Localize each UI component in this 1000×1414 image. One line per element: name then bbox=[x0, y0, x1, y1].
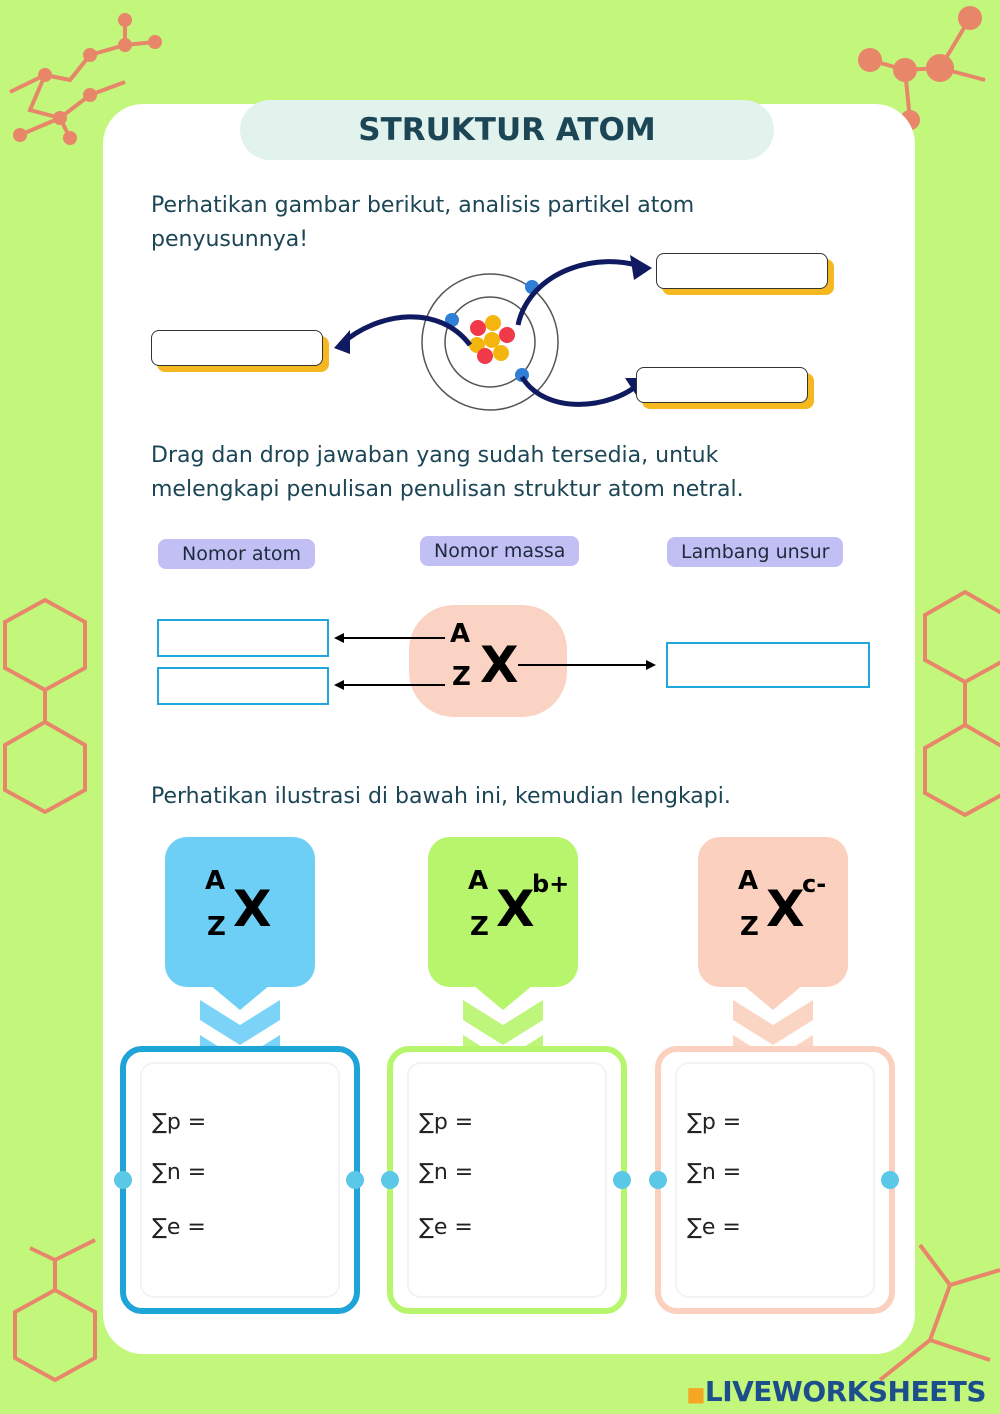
answer-card bbox=[120, 1046, 360, 1314]
answer-input[interactable] bbox=[482, 1211, 592, 1245]
instruction-2: Drag dan drop jawaban yang sudah tersedi… bbox=[151, 439, 744, 507]
brand-text: LIVEWORKSHEETS bbox=[704, 1375, 987, 1408]
answer-input[interactable] bbox=[750, 1211, 860, 1245]
instruction-1-line1: Perhatikan gambar berikut, analisis part… bbox=[151, 193, 695, 218]
notation-atomic: Z bbox=[452, 662, 471, 692]
notation-symbol: X bbox=[480, 636, 519, 694]
answer-box-electron-top[interactable] bbox=[656, 253, 828, 289]
ion-mass: A bbox=[205, 866, 226, 896]
sum-label: ∑p = bbox=[419, 1110, 474, 1135]
notation-blob bbox=[409, 605, 567, 717]
instruction-1-line2: penyusunnya! bbox=[151, 227, 309, 252]
connector-dot bbox=[613, 1171, 631, 1189]
ion-mass: A bbox=[468, 866, 489, 896]
sum-label: ∑n = bbox=[419, 1160, 474, 1185]
drop-zone-element-symbol[interactable] bbox=[666, 642, 870, 688]
sum-label: ∑p = bbox=[152, 1110, 207, 1135]
sum-label: ∑e = bbox=[152, 1215, 206, 1240]
connector-dot bbox=[346, 1171, 364, 1189]
ion-symbol-card bbox=[165, 837, 315, 987]
ion-charge: c- bbox=[802, 870, 827, 898]
connector-dot bbox=[114, 1171, 132, 1189]
drop-zone-atomic-number[interactable] bbox=[157, 667, 329, 705]
notation-mass: A bbox=[450, 619, 471, 649]
ion-atomic: Z bbox=[740, 912, 759, 942]
nucleus bbox=[469, 315, 515, 364]
ion-charge: b+ bbox=[532, 870, 570, 898]
ion-symbol-card bbox=[428, 837, 578, 987]
instruction-3: Perhatikan ilustrasi di bawah ini, kemud… bbox=[151, 784, 731, 809]
notation-arrows bbox=[334, 633, 656, 690]
connector-dot bbox=[881, 1171, 899, 1189]
sum-label: ∑n = bbox=[152, 1160, 207, 1185]
ion-symbol-card bbox=[698, 837, 848, 987]
sum-label: ∑e = bbox=[687, 1215, 741, 1240]
answer-box-neutron[interactable] bbox=[151, 330, 323, 366]
atom-diagram bbox=[334, 255, 652, 411]
instruction-1: Perhatikan gambar berikut, analisis part… bbox=[151, 189, 694, 257]
answer-input[interactable] bbox=[482, 1156, 592, 1190]
connector-dot bbox=[381, 1171, 399, 1189]
answer-input[interactable] bbox=[215, 1106, 325, 1140]
connector-dot bbox=[649, 1171, 667, 1189]
ion-symbol: X bbox=[233, 880, 272, 938]
liveworksheets-logo: ■LIVEWORKSHEETS bbox=[686, 1375, 986, 1408]
ion-symbol: X bbox=[766, 880, 805, 938]
drag-tag-lambang-unsur[interactable]: Lambang unsur bbox=[667, 537, 844, 567]
logo-icon: ■ bbox=[686, 1382, 705, 1406]
drop-zone-mass-number[interactable] bbox=[157, 619, 329, 657]
ion-atomic: Z bbox=[207, 912, 226, 942]
instruction-2-line1: Drag dan drop jawaban yang sudah tersedi… bbox=[151, 443, 719, 468]
answer-input[interactable] bbox=[482, 1106, 592, 1140]
answer-input[interactable] bbox=[215, 1156, 325, 1190]
page-title: STRUKTUR ATOM bbox=[240, 100, 774, 160]
ion-atomic: Z bbox=[470, 912, 489, 942]
drag-tag-nomor-atom[interactable]: Nomor atom bbox=[158, 539, 316, 569]
sum-label: ∑p = bbox=[687, 1110, 742, 1135]
ion-symbol: X bbox=[496, 880, 535, 938]
ion-mass: A bbox=[738, 866, 759, 896]
drag-tag-nomor-massa[interactable]: Nomor massa bbox=[420, 536, 580, 566]
answer-input[interactable] bbox=[750, 1156, 860, 1190]
sum-label: ∑n = bbox=[687, 1160, 742, 1185]
sum-label: ∑e = bbox=[419, 1215, 473, 1240]
instruction-2-line2: melengkapi penulisan penulisan struktur … bbox=[151, 477, 744, 502]
answer-input[interactable] bbox=[750, 1106, 860, 1140]
answer-input[interactable] bbox=[215, 1211, 325, 1245]
answer-box-electron-bottom[interactable] bbox=[636, 367, 808, 403]
